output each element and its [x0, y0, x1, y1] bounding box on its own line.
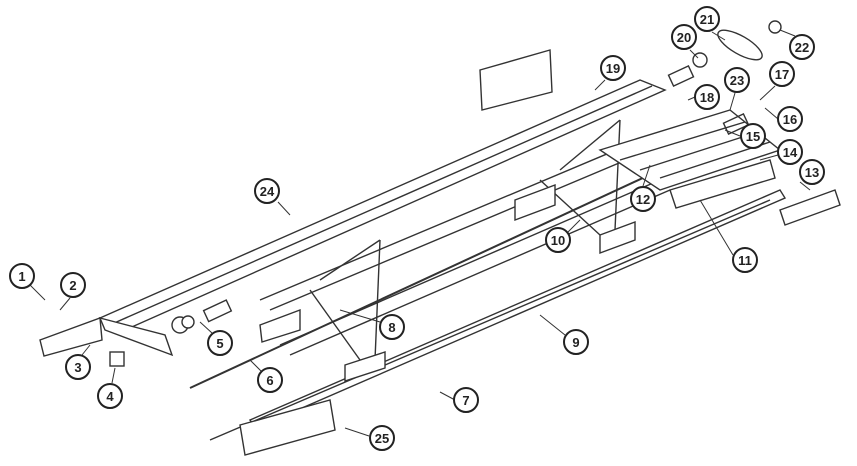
callout-10: 10	[545, 227, 571, 253]
callout-24: 24	[254, 178, 280, 204]
callout-7: 7	[453, 387, 479, 413]
callout-19: 19	[600, 55, 626, 81]
callout-21: 21	[694, 6, 720, 32]
top-beam	[98, 79, 667, 331]
callout-1: 1	[9, 263, 35, 289]
frame	[259, 119, 671, 382]
callout-22: 22	[789, 34, 815, 60]
callout-18: 18	[694, 84, 720, 110]
callout-11: 11	[732, 247, 758, 273]
callout-8: 8	[379, 314, 405, 340]
callout-13: 13	[799, 159, 825, 185]
callout-14: 14	[777, 139, 803, 165]
callout-16: 16	[777, 106, 803, 132]
callout-12: 12	[630, 186, 656, 212]
callout-17: 17	[769, 61, 795, 87]
callout-5: 5	[207, 330, 233, 356]
callout-9: 9	[563, 329, 589, 355]
callout-23: 23	[724, 67, 750, 93]
callout-3: 3	[65, 354, 91, 380]
callout-20: 20	[671, 24, 697, 50]
callout-4: 4	[97, 383, 123, 409]
callout-15: 15	[740, 123, 766, 149]
callout-25: 25	[369, 425, 395, 451]
callout-6: 6	[257, 367, 283, 393]
callout-2: 2	[60, 272, 86, 298]
